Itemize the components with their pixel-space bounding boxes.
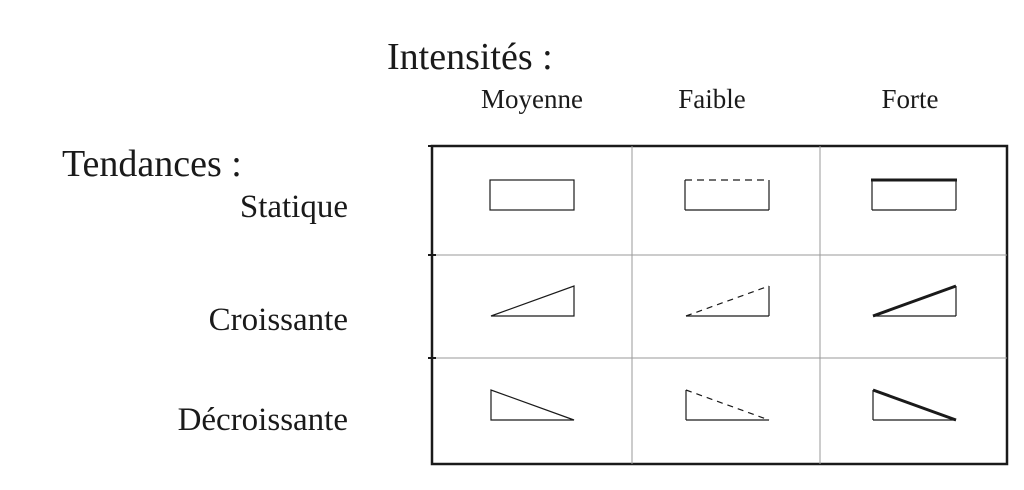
symbol-statique-faible [684,179,770,211]
grid-frame [430,144,1009,466]
symbol-croissante-faible [685,285,770,317]
column-header-faible: Faible [678,84,746,114]
symbol-statique-forte [871,178,957,211]
symbol-decroissante-forte [872,388,957,422]
column-header-forte: Forte [881,84,939,114]
symbol-croissante-moyenne [490,285,575,317]
symbol-decroissante-faible [685,389,770,421]
row-header-statique: Statique [239,189,348,225]
row-header-croissante: Croissante [208,302,348,338]
row-header-decroissante: Décroissante [177,402,348,438]
symbol-croissante-forte [872,284,957,318]
symbol-decroissante-moyenne [490,389,575,421]
symbol-statique-moyenne [489,179,575,211]
column-header-moyenne: Moyenne [481,84,583,114]
intensities-title: Intensités : [387,36,553,78]
trends-title: Tendances : [62,143,242,185]
